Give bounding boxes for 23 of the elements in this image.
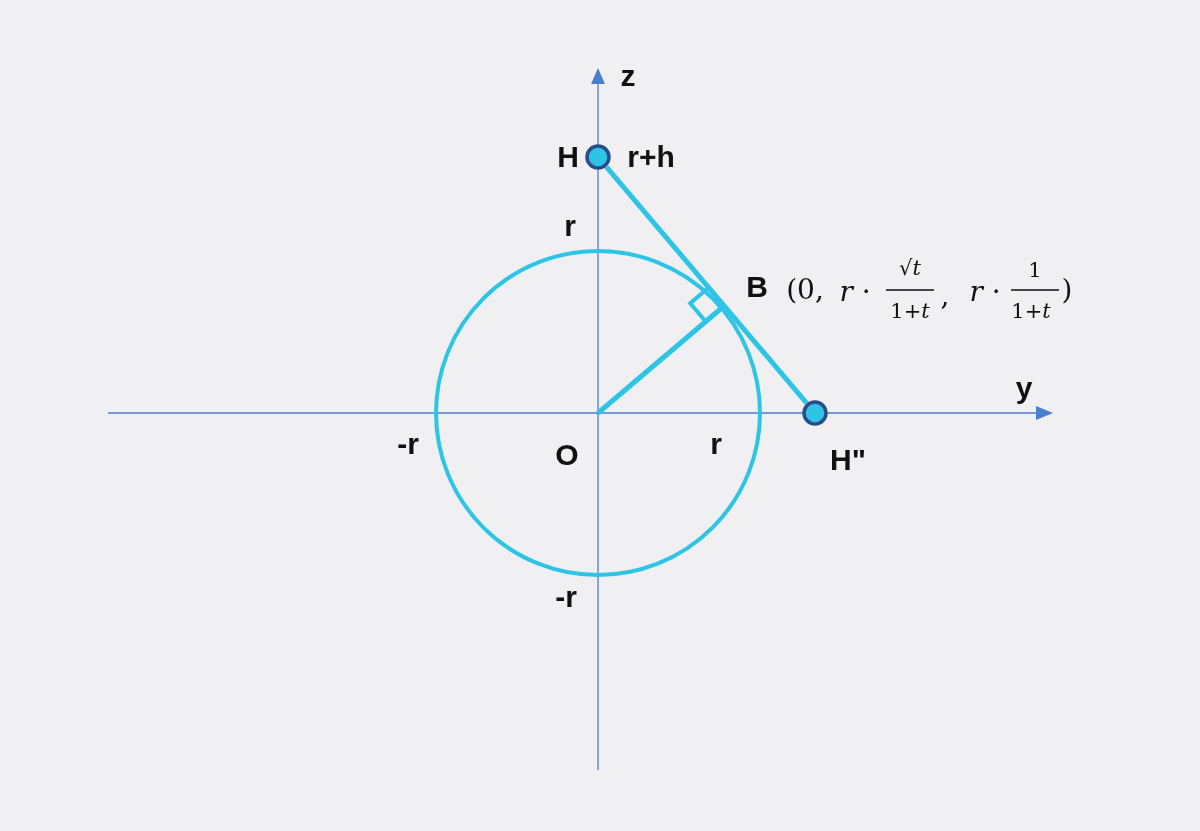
point-label: H" [830,445,866,475]
tick-label: -r [555,582,577,612]
point-label: H [557,142,579,172]
tick-label: -r [397,429,419,459]
coordinate-text: ) [1061,276,1073,304]
fraction-denominator: 1+t [890,300,930,322]
origin-label: O [555,440,579,470]
tangent-line [604,165,809,405]
point-label: B [746,272,768,302]
fraction-denominator: 1+t [1011,300,1051,322]
point-marker [802,400,828,426]
axis-label: y [1015,373,1033,403]
axis-label: z [620,61,636,91]
tick-label: r [710,429,722,459]
coordinate-text: r · [839,278,871,306]
coordinate-text: r · [969,278,1001,306]
coordinate-text: (0, [786,276,824,304]
coordinate-text: , [940,282,950,310]
fraction-numerator: √t [899,257,921,279]
point-label: r+h [627,142,675,172]
fraction-numerator: 1 [1028,259,1042,281]
tick-label: r [564,211,576,241]
point-marker [585,144,611,170]
